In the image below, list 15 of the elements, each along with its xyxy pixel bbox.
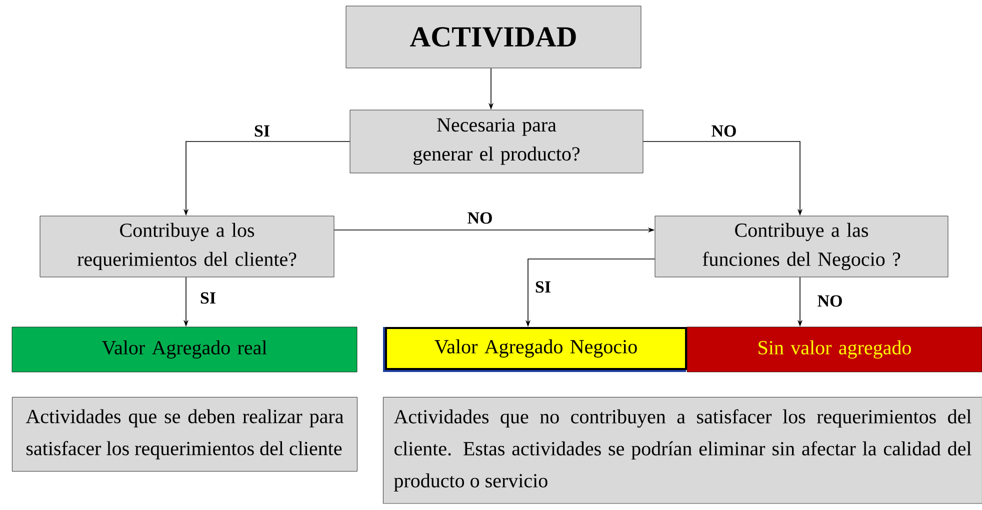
- result-box: Valor Agregado Negocio: [385, 327, 687, 370]
- decision-box: Contribuye a las funciones del Negocio ?: [654, 216, 948, 278]
- edge-label: NO: [816, 294, 844, 308]
- result-box: Sin valor agregado: [686, 326, 982, 372]
- description-box: Actividades que se deben realizar para satisfacer los requerimientos del cliente: [12, 397, 358, 472]
- edge-label: NO: [466, 211, 494, 225]
- title-box: ACTIVIDAD: [346, 6, 642, 68]
- result-box: Valor Agregado real: [12, 326, 358, 372]
- decision-box: Necesaria para generar el producto?: [350, 110, 644, 174]
- edge-label: NO: [710, 124, 738, 138]
- edge-label: SI: [534, 280, 552, 294]
- edge-label: SI: [252, 124, 272, 138]
- description-box: Actividades que no contribuyen a satisfacer los requerimientos del cliente. Estas actividades se podrían eliminar sin afectar la calidad del producto o servicio: [383, 397, 982, 504]
- edge-label: SI: [198, 291, 218, 305]
- decision-box: Contribuye a los requerimientos del cliente?: [40, 216, 334, 278]
